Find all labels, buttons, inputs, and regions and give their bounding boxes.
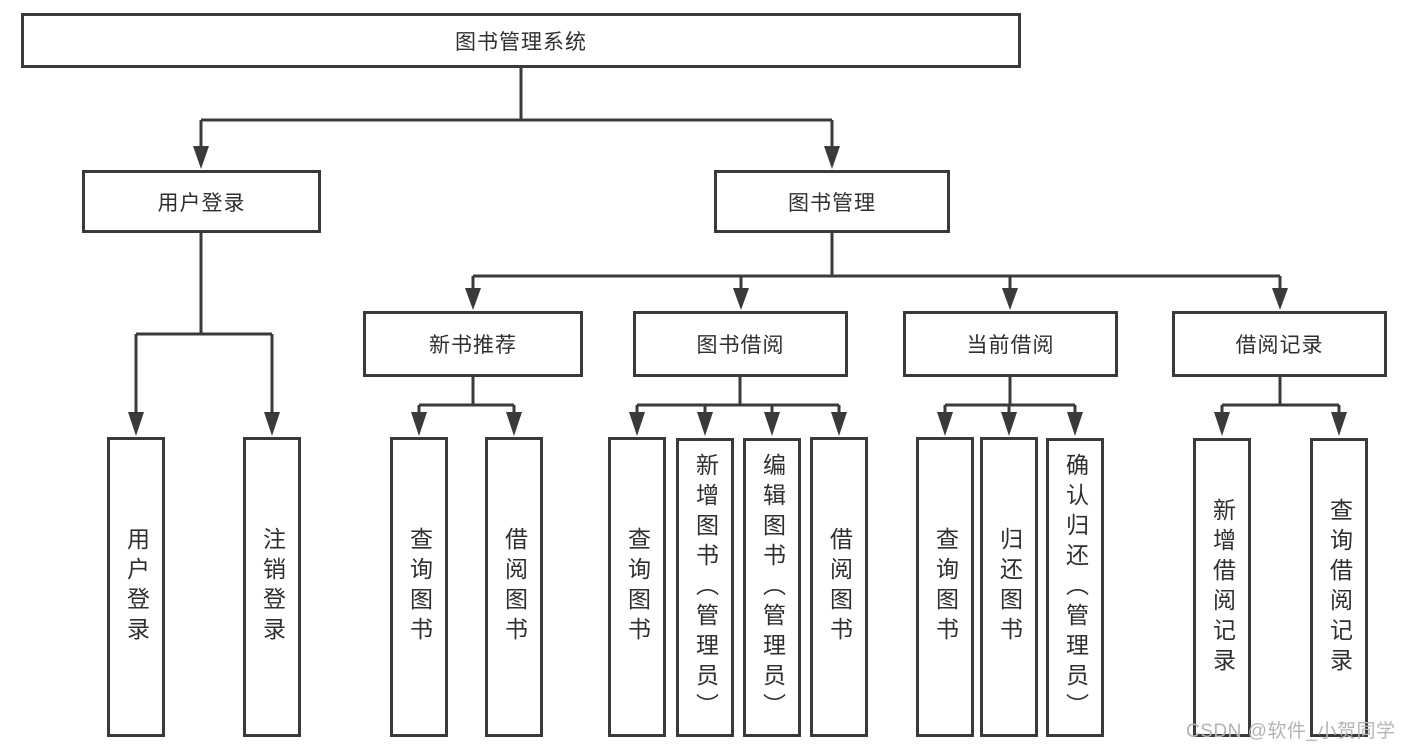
- node-user-login-group: 用户登录: [82, 170, 321, 233]
- leaf-return-books: 归还图书: [980, 437, 1038, 737]
- leaf-query-borrow-record-label: 查询借阅记录: [1326, 497, 1353, 678]
- leaf-edit-books-admin: 编辑图书（管理员）: [743, 438, 801, 737]
- leaf-borrow-books-label: 借阅图书: [826, 527, 853, 647]
- node-borrowing-records-label: 借阅记录: [1235, 334, 1324, 357]
- leaf-add-borrow-record: 新增借阅记录: [1193, 438, 1251, 737]
- leaf-query-books-borrowing-label: 查询图书: [624, 527, 651, 647]
- leaf-query-books-current-label: 查询图书: [932, 527, 959, 647]
- arrow-down-icon: [1214, 412, 1230, 436]
- arrow-down-icon: [264, 412, 280, 436]
- arrow-down-icon: [733, 288, 749, 310]
- leaf-return-books-label: 归还图书: [996, 527, 1023, 647]
- node-library-management-system: 图书管理系统: [21, 13, 1021, 68]
- arrow-down-icon: [1067, 412, 1083, 436]
- arrow-down-icon: [465, 288, 481, 310]
- node-book-management: 图书管理: [714, 170, 950, 233]
- node-book-borrowing-label: 图书借阅: [696, 334, 785, 357]
- leaf-borrow-books-recommend: 借阅图书: [485, 437, 543, 737]
- arrow-down-icon: [697, 412, 713, 436]
- arrow-down-icon: [506, 412, 522, 436]
- arrow-down-icon: [1272, 288, 1288, 310]
- leaf-add-books-admin: 新增图书（管理员）: [676, 438, 734, 737]
- leaf-borrow-books: 借阅图书: [810, 437, 868, 737]
- arrow-down-icon: [824, 146, 840, 169]
- node-book-management-label: 图书管理: [788, 191, 876, 215]
- leaf-query-books-current: 查询图书: [916, 437, 974, 737]
- arrow-down-icon: [1001, 412, 1017, 436]
- arrow-down-icon: [831, 412, 847, 436]
- leaf-add-books-admin-label: 新增图书（管理员）: [692, 452, 719, 723]
- node-book-borrowing: 图书借阅: [633, 311, 848, 377]
- node-library-management-system-label: 图书管理系统: [455, 30, 587, 54]
- leaf-edit-books-admin-label: 编辑图书（管理员）: [759, 452, 786, 723]
- arrow-down-icon: [193, 146, 209, 169]
- arrow-down-icon: [128, 412, 144, 436]
- leaf-user-login: 用户登录: [107, 437, 165, 737]
- arrow-down-icon: [411, 412, 427, 436]
- leaf-logout-label: 注销登录: [259, 527, 286, 647]
- node-new-book-recommendation: 新书推荐: [363, 311, 583, 377]
- node-user-login-group-label: 用户登录: [157, 191, 246, 215]
- leaf-query-borrow-record: 查询借阅记录: [1310, 438, 1368, 737]
- arrow-down-icon: [937, 412, 953, 436]
- node-new-book-recommendation-label: 新书推荐: [429, 334, 517, 357]
- leaf-query-books-borrowing: 查询图书: [608, 437, 666, 737]
- node-current-borrowing: 当前借阅: [903, 311, 1118, 377]
- watermark-text: CSDN @软件_小贺同学: [1186, 721, 1396, 742]
- leaf-user-login-label: 用户登录: [123, 527, 150, 647]
- leaf-query-books-recommend: 查询图书: [390, 437, 448, 737]
- node-borrowing-records: 借阅记录: [1172, 311, 1387, 377]
- leaf-logout: 注销登录: [243, 437, 301, 737]
- arrow-down-icon: [764, 412, 780, 436]
- arrow-down-icon: [629, 412, 645, 436]
- node-current-borrowing-label: 当前借阅: [966, 334, 1055, 357]
- leaf-confirm-return-admin: 确认归还（管理员）: [1046, 438, 1104, 737]
- leaf-confirm-return-admin-label: 确认归还（管理员）: [1062, 452, 1089, 723]
- arrow-down-icon: [1002, 288, 1018, 310]
- leaf-borrow-books-recommend-label: 借阅图书: [501, 527, 528, 647]
- leaf-add-borrow-record-label: 新增借阅记录: [1209, 497, 1236, 678]
- arrow-down-icon: [1331, 412, 1347, 436]
- leaf-query-books-recommend-label: 查询图书: [406, 527, 433, 647]
